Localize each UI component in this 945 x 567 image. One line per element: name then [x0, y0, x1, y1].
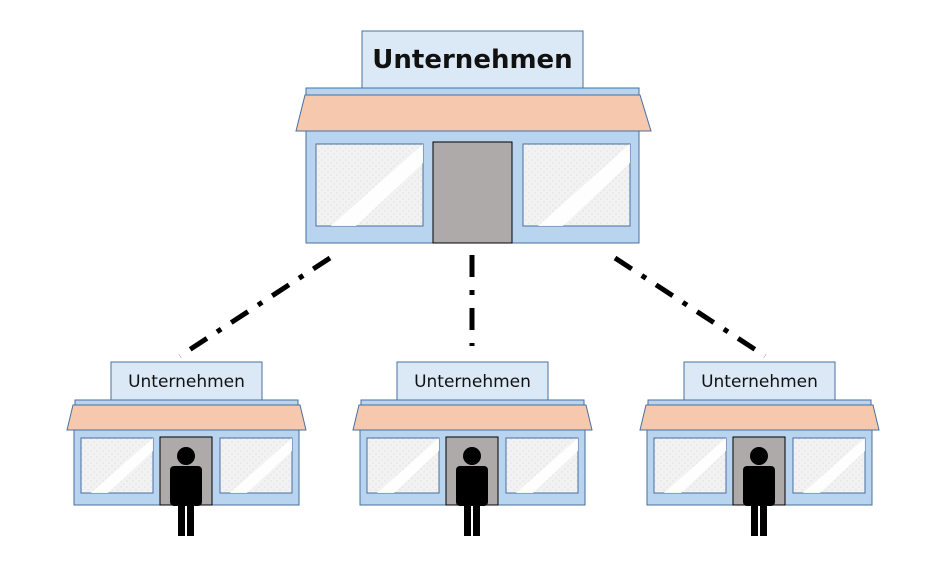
person-icon [743, 447, 775, 536]
branch-store-2-roof-strip [360, 399, 585, 406]
main-store-awning [295, 94, 652, 132]
connector-right [613, 255, 767, 359]
main-store-label: Unternehmen [372, 45, 572, 75]
main-store-window-left [315, 143, 424, 227]
branch-store-2-label: Unternehmen [414, 372, 531, 392]
main-store-door [432, 141, 513, 244]
branch-store-1-sign [110, 361, 263, 401]
branch-store-1-window-left [80, 437, 154, 494]
main-store-roof-strip [305, 87, 640, 96]
branch-store-3-awning [639, 404, 880, 431]
connector-lines [178, 255, 767, 359]
branch-store-1-awning [66, 404, 307, 431]
branch-store-3-window-right [792, 437, 866, 494]
branch-store-3-sign [683, 361, 836, 401]
person-icon [170, 447, 202, 536]
branch-store-2-window-left [366, 437, 440, 494]
branch-store-3: Unternehmen [639, 361, 880, 536]
person-icon [456, 447, 488, 536]
branch-store-2-sign [396, 361, 549, 401]
main-store-window-right [522, 143, 631, 227]
branch-store-1-window-right [219, 437, 293, 494]
branch-store-3-window-left [653, 437, 727, 494]
branch-store-3-label: Unternehmen [701, 372, 818, 392]
connector-left [178, 255, 332, 359]
branch-store-2: Unternehmen [352, 361, 593, 536]
branch-store-2-window-right [505, 437, 579, 494]
main-store: Unternehmen [295, 30, 652, 244]
branch-store-1: Unternehmen [66, 361, 307, 536]
branch-store-2-awning [352, 404, 593, 431]
branch-store-1-roof-strip [74, 399, 299, 406]
branch-store-1-label: Unternehmen [128, 372, 245, 392]
branch-store-3-roof-strip [647, 399, 872, 406]
